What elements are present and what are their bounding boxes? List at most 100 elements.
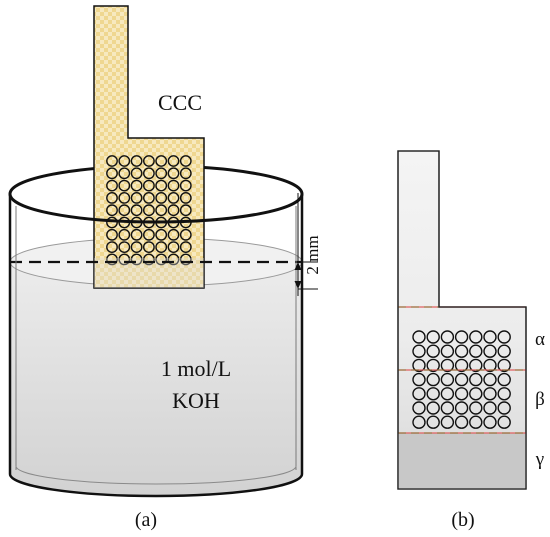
strip-hole (426, 415, 440, 429)
electrode-hole (167, 191, 180, 204)
strip-hole (412, 358, 426, 373)
electrode-hole (167, 167, 180, 180)
zone-label-gamma: γ (535, 449, 544, 470)
electrode-label: CCC (158, 90, 202, 115)
strip-hole (440, 344, 455, 358)
strip-hole (412, 344, 426, 358)
electrode-hole (155, 155, 168, 167)
strip-hole (454, 372, 469, 387)
strip-hole (469, 401, 483, 415)
strip-hole (497, 415, 511, 429)
electrode-hole (142, 228, 155, 241)
strip-hole (440, 415, 455, 429)
strip-hole (497, 401, 511, 415)
strip-hole (483, 330, 497, 344)
strip-hole (412, 372, 426, 387)
ccc-electrode (93, 5, 205, 289)
strip-hole (440, 330, 455, 344)
beaker-bottom (8, 473, 304, 498)
strip-hole (412, 401, 426, 415)
electrode-hole (179, 191, 192, 204)
strip-hole (483, 344, 497, 358)
panel-a: 2 mm CCC 1 mol/L KOH (a) (8, 5, 322, 531)
strip-hole (497, 387, 511, 401)
strip-hole (469, 372, 483, 387)
electrode-hole (118, 155, 131, 167)
strip-hole (483, 372, 497, 387)
electrode-hole (130, 253, 143, 266)
strip-hole (426, 330, 440, 344)
electrode-hole (155, 241, 168, 254)
strip-hole (497, 344, 511, 358)
electrode-hole (167, 204, 180, 217)
electrode-hole (179, 253, 192, 266)
zone-label-beta: β (535, 389, 545, 410)
electrode-hole (167, 253, 180, 266)
electrode-hole (179, 241, 192, 254)
electrode-hole (142, 204, 155, 217)
strip-hole (497, 358, 511, 373)
electrode-hole (167, 228, 180, 241)
electrode-hole (179, 179, 192, 192)
strip-hole (454, 401, 469, 415)
electrode-hole (118, 179, 131, 192)
electrode-hole (142, 191, 155, 204)
strip-hole (440, 358, 455, 373)
strip-hole (440, 387, 455, 401)
electrode-hole (118, 191, 131, 204)
electrode-hole (130, 167, 143, 180)
panel-b: α β γ (b) (397, 150, 545, 531)
beaker-bottom-inner (15, 465, 297, 485)
electrode-hole (106, 241, 118, 254)
electrode-hole (167, 241, 180, 254)
electrode-hole (155, 167, 168, 180)
solution-label-line1: 1 mol/L (161, 356, 231, 381)
liquid-overlay (94, 258, 204, 288)
strip-hole (483, 401, 497, 415)
strip-hole (483, 387, 497, 401)
strip-hole-grid (412, 330, 511, 429)
electrode-hole (130, 228, 143, 241)
electrode-hole (142, 253, 155, 266)
electrode-hole (155, 228, 168, 241)
strip-hole (469, 344, 483, 358)
strip-hole (440, 372, 455, 387)
solution-label-line2: KOH (172, 388, 220, 413)
strip-hole (426, 401, 440, 415)
electrode-hole (155, 253, 168, 266)
strip-hole (426, 358, 440, 373)
strip-hole (412, 330, 426, 344)
strip-hole (426, 387, 440, 401)
electrode-hole (179, 167, 192, 180)
electrode-hole (155, 179, 168, 192)
zone-gamma-fill (398, 433, 526, 489)
electrode-hole (118, 253, 131, 266)
electrode-hole (118, 241, 131, 254)
strip-hole (412, 387, 426, 401)
strip-hole (440, 401, 455, 415)
zone-label-alpha: α (535, 329, 545, 350)
electrode-hole (106, 191, 118, 204)
electrode-hole (130, 204, 143, 217)
strip-hole (412, 415, 426, 429)
strip-hole (426, 344, 440, 358)
electrode-hole (118, 204, 131, 217)
electrode-hole (155, 191, 168, 204)
electrode-hole (106, 167, 118, 180)
strip-hole (483, 415, 497, 429)
electrode-hole (167, 179, 180, 192)
electrode-hole (106, 155, 118, 167)
electrode-hole (106, 253, 118, 266)
strip-hole (454, 330, 469, 344)
electrode-hole (179, 204, 192, 217)
strip-outline (397, 150, 527, 490)
electrode-hole (167, 155, 180, 167)
electrode-hole (130, 155, 143, 167)
dimension-label: 2 mm (303, 235, 322, 274)
strip-hole (497, 372, 511, 387)
electrode-hole (106, 228, 118, 241)
electrode-hole (130, 241, 143, 254)
strip-hole (497, 330, 511, 344)
electrode-hole (179, 155, 192, 167)
electrode-hole-grid (106, 155, 192, 266)
